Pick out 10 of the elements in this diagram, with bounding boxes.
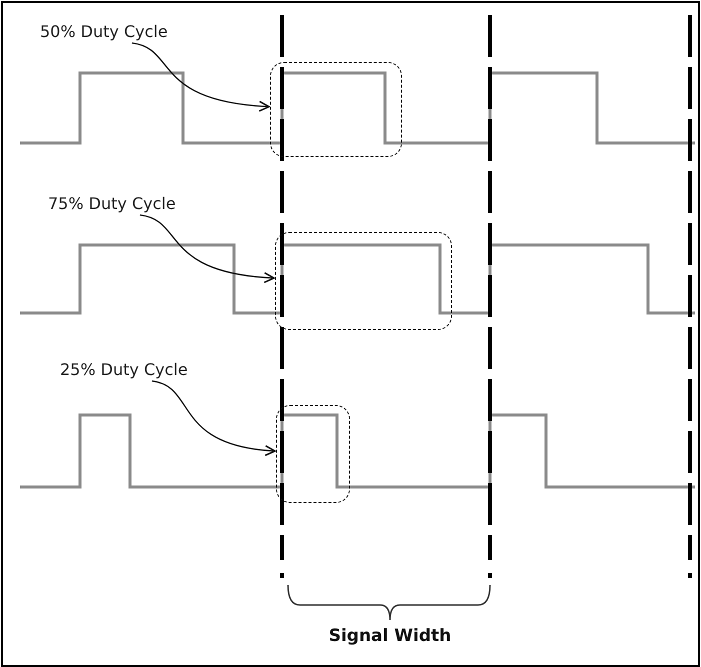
duty-cycle-label: 25% Duty Cycle xyxy=(60,360,188,379)
highlight-box xyxy=(270,62,402,157)
signal-width-caption: Signal Width xyxy=(328,626,452,646)
highlight-box xyxy=(276,405,350,503)
highlight-box xyxy=(275,232,452,330)
curved-arrow xyxy=(152,380,276,456)
duty-cycle-label: 75% Duty Cycle xyxy=(48,194,176,213)
curved-arrow xyxy=(132,42,270,112)
duty-cycle-label: 50% Duty Cycle xyxy=(40,22,168,41)
curved-arrow xyxy=(140,214,275,283)
